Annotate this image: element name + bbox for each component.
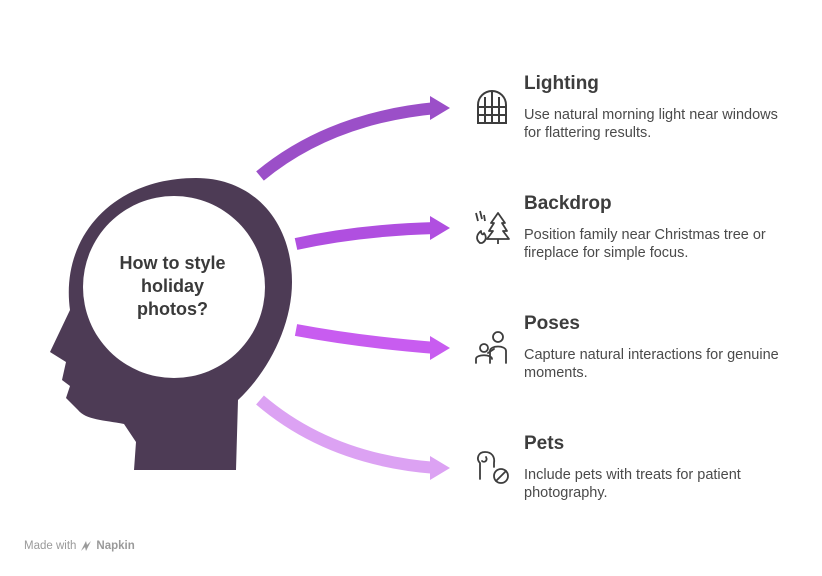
- center-label-line: holiday: [140, 276, 204, 296]
- item-title: Pets: [524, 433, 565, 454]
- item-description: Capture natural interactions for genuine…: [524, 347, 779, 381]
- tree-fireplace-icon: [475, 210, 510, 244]
- arrow-lighting: [256, 96, 450, 181]
- window-icon: [477, 90, 507, 124]
- item-description: Use natural morning light near windows f…: [524, 107, 778, 141]
- item-backdrop: Backdrop Position family near Christmas …: [474, 193, 804, 273]
- item-title: Backdrop: [524, 193, 612, 214]
- arrow-pets: [256, 395, 450, 480]
- item-pets: Pets Include pets with treats for patien…: [474, 433, 804, 513]
- footer-credit[interactable]: Made with Napkin: [24, 540, 135, 552]
- arrow-poses: [294, 324, 450, 360]
- item-title: Lighting: [524, 73, 599, 94]
- napkin-logo-icon: [81, 541, 92, 551]
- center-label-line: photos?: [137, 299, 208, 319]
- arrow-backdrop: [294, 216, 450, 250]
- item-lighting: Lighting Use natural morning light near …: [474, 73, 804, 153]
- item-description: Include pets with treats for patient pho…: [524, 467, 741, 501]
- footer-brand: Napkin: [96, 540, 135, 552]
- center-label: How to style holiday photos?: [100, 252, 245, 321]
- people-icon: [475, 331, 507, 364]
- item-poses: Poses Capture natural interactions for g…: [474, 313, 804, 393]
- item-title: Poses: [524, 313, 580, 334]
- footer-prefix: Made with: [24, 540, 77, 552]
- center-label-line: How to style: [119, 253, 226, 273]
- head-circle: [83, 196, 265, 378]
- dog-no-icon: [477, 451, 509, 484]
- item-description: Position family near Christmas tree or f…: [524, 227, 766, 261]
